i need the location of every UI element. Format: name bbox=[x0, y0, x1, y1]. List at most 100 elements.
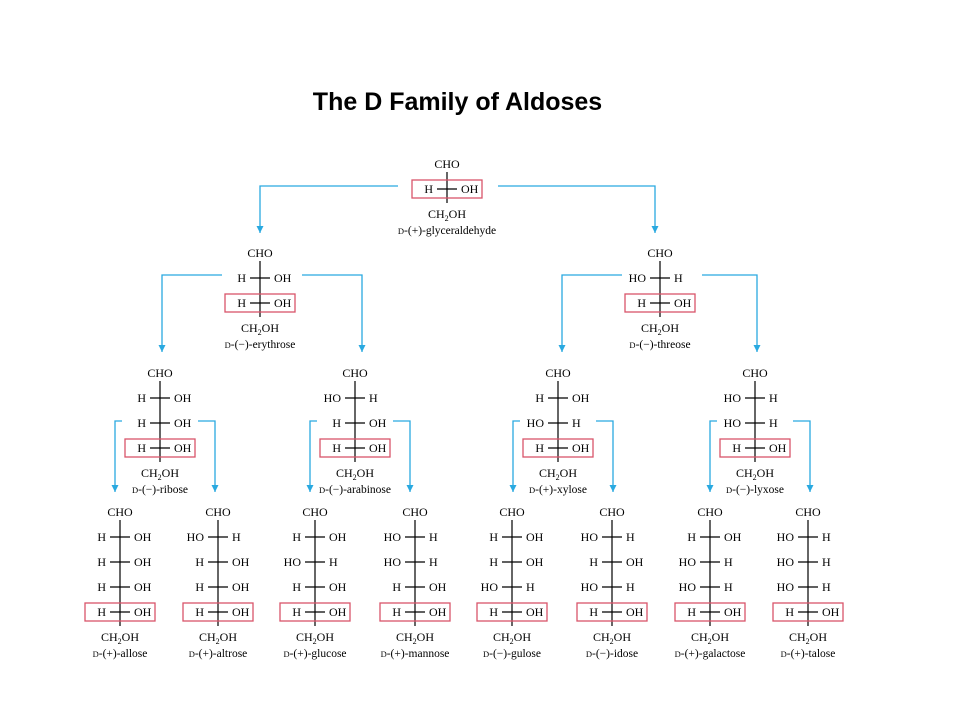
left-substituent: H bbox=[332, 416, 341, 430]
left-substituent: HO bbox=[777, 555, 795, 569]
right-substituent: OH bbox=[232, 555, 250, 569]
right-substituent: H bbox=[429, 530, 438, 544]
aldehyde-label: CHO bbox=[499, 505, 525, 519]
ch2oh-label: CH2OH bbox=[641, 321, 679, 337]
right-substituent: OH bbox=[369, 441, 387, 455]
arrowhead bbox=[706, 485, 714, 492]
left-substituent: H bbox=[137, 441, 146, 455]
arrow-to-glucose bbox=[306, 420, 317, 492]
config-highlight-box bbox=[379, 602, 451, 622]
right-substituent: OH bbox=[174, 416, 192, 430]
left-substituent: H bbox=[424, 182, 433, 196]
right-substituent: H bbox=[674, 271, 683, 285]
sugar-name: D-(−)-threose bbox=[629, 339, 690, 351]
right-substituent: OH bbox=[329, 530, 347, 544]
arrow-to-allose bbox=[111, 420, 122, 492]
config-highlight-box bbox=[224, 293, 296, 313]
right-substituent: OH bbox=[232, 580, 250, 594]
ch2oh-label: CH2OH bbox=[691, 630, 729, 646]
aldehyde-label: CHO bbox=[647, 246, 673, 260]
aldehyde-label: CHO bbox=[545, 366, 571, 380]
left-substituent: HO bbox=[527, 416, 545, 430]
arrowhead bbox=[358, 345, 366, 352]
left-substituent: H bbox=[732, 441, 741, 455]
config-highlight-box bbox=[124, 438, 196, 458]
sugar-name: D-(+)-talose bbox=[781, 648, 836, 660]
sugar-name: D-(+)-mannose bbox=[381, 648, 450, 660]
right-substituent: OH bbox=[429, 605, 447, 619]
ch2oh-label: CH2OH bbox=[428, 207, 466, 223]
sugar-name: D-(−)-lyxose bbox=[726, 484, 784, 496]
left-substituent: H bbox=[687, 530, 696, 544]
aldehyde-label: CHO bbox=[795, 505, 821, 519]
aldehyde-label: CHO bbox=[434, 157, 460, 171]
ch2oh-label: CH2OH bbox=[789, 630, 827, 646]
arrowhead bbox=[651, 226, 659, 233]
left-substituent: H bbox=[97, 580, 106, 594]
left-substituent: HO bbox=[777, 580, 795, 594]
aldehyde-label: CHO bbox=[302, 505, 328, 519]
aldehyde-label: CHO bbox=[247, 246, 273, 260]
right-substituent: OH bbox=[174, 441, 192, 455]
ch2oh-label: CH2OH bbox=[141, 466, 179, 482]
sugar-name: D-(+)-allose bbox=[93, 648, 148, 660]
aldehyde-label: CHO bbox=[205, 505, 231, 519]
left-substituent: HO bbox=[629, 271, 647, 285]
config-highlight-box bbox=[319, 438, 391, 458]
right-substituent: OH bbox=[626, 555, 644, 569]
right-substituent: OH bbox=[572, 391, 590, 405]
config-highlight-box bbox=[719, 438, 791, 458]
left-substituent: HO bbox=[284, 555, 302, 569]
right-substituent: OH bbox=[329, 605, 347, 619]
right-substituent: OH bbox=[724, 530, 742, 544]
left-substituent: HO bbox=[777, 530, 795, 544]
arrow-to-talose bbox=[793, 420, 814, 492]
arrowhead bbox=[609, 485, 617, 492]
right-substituent: OH bbox=[526, 605, 544, 619]
right-substituent: OH bbox=[674, 296, 692, 310]
right-substituent: H bbox=[329, 555, 338, 569]
sugar-name: D-(−)-arabinose bbox=[319, 484, 391, 496]
ch2oh-label: CH2OH bbox=[336, 466, 374, 482]
sugar-name: D-(−)-gulose bbox=[483, 648, 541, 660]
arrowhead bbox=[509, 485, 517, 492]
right-substituent: H bbox=[724, 580, 733, 594]
left-substituent: H bbox=[237, 271, 246, 285]
config-highlight-box bbox=[182, 602, 254, 622]
left-substituent: HO bbox=[581, 530, 599, 544]
aldehyde-label: CHO bbox=[342, 366, 368, 380]
right-substituent: OH bbox=[134, 555, 152, 569]
right-substituent: OH bbox=[232, 605, 250, 619]
config-highlight-box bbox=[522, 438, 594, 458]
left-substituent: HO bbox=[679, 580, 697, 594]
arrow-to-idose bbox=[596, 420, 617, 492]
arrowhead bbox=[558, 345, 566, 352]
sugar-name: D-(−)-idose bbox=[586, 648, 638, 660]
sugar-name: D-(+)-xylose bbox=[529, 484, 587, 496]
arrowhead bbox=[406, 485, 414, 492]
arrow-to-mannose bbox=[393, 420, 414, 492]
left-substituent: H bbox=[195, 605, 204, 619]
left-substituent: H bbox=[687, 605, 696, 619]
sugar-name: D-(−)-erythrose bbox=[225, 339, 296, 351]
arrow-to-threose bbox=[498, 185, 659, 233]
left-substituent: H bbox=[237, 296, 246, 310]
arrowhead bbox=[806, 485, 814, 492]
arrowhead bbox=[211, 485, 219, 492]
left-substituent: HO bbox=[481, 580, 499, 594]
right-substituent: H bbox=[769, 416, 778, 430]
right-substituent: H bbox=[724, 555, 733, 569]
arrow-to-arabinose bbox=[302, 274, 366, 352]
right-substituent: H bbox=[429, 555, 438, 569]
aldehyde-label: CHO bbox=[742, 366, 768, 380]
config-highlight-box bbox=[411, 179, 483, 199]
left-substituent: H bbox=[535, 391, 544, 405]
left-substituent: H bbox=[97, 530, 106, 544]
